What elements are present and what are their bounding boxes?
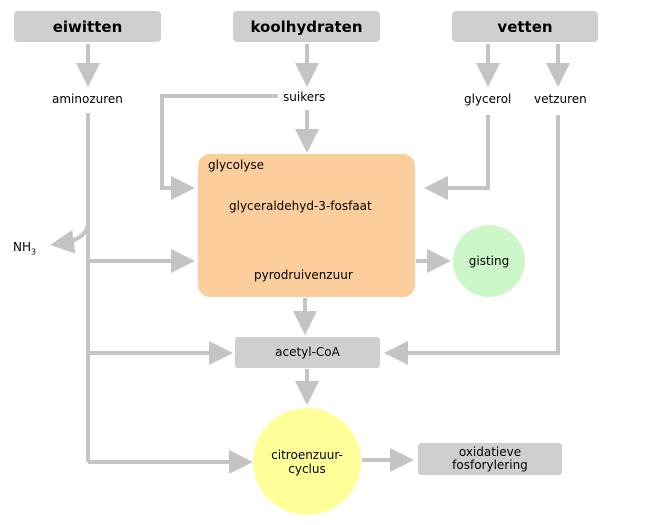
glycolysis-step-pyruvate: pyrodruivenzuur — [254, 268, 353, 282]
citric-line-1: citroenzuur- — [271, 447, 343, 462]
arrow-glycerol — [424, 115, 490, 200]
citric-line-2: cyclus — [288, 461, 326, 476]
node-gisting: gisting — [453, 225, 525, 297]
label-nh3: NH3 — [13, 240, 36, 256]
node-acetyl-coa: acetyl-CoA — [235, 337, 380, 368]
glycolysis-step-gap: glyceraldehyd-3-fosfaat — [229, 199, 372, 213]
node-citric-acid-cycle: citroenzuur- cyclus — [253, 408, 361, 515]
arrow-vetzuren-acetyl — [384, 115, 560, 365]
node-eiwitten: eiwitten — [14, 11, 161, 42]
node-oxphos-label: oxidatieve fosforylering — [452, 446, 528, 472]
label-suikers: suikers — [283, 90, 326, 104]
arrow-suikers-left — [160, 94, 278, 200]
oxphos-line-2: fosforylering — [452, 458, 528, 472]
glycolysis-block — [198, 154, 415, 297]
node-eiwitten-label: eiwitten — [52, 17, 123, 36]
glycolysis-title: glycolyse — [208, 158, 265, 172]
nh3-subscript: 3 — [31, 247, 37, 257]
node-koolhydraten: koolhydraten — [233, 11, 380, 42]
node-oxidative-phosphorylation: oxidatieve fosforylering — [418, 443, 562, 475]
label-vetzuren: vetzuren — [534, 92, 587, 106]
node-vetten: vetten — [452, 11, 598, 42]
label-glycerol: glycerol — [464, 92, 512, 106]
arrow-nh3 — [50, 221, 90, 254]
node-acetyl-coa-label: acetyl-CoA — [275, 345, 340, 359]
label-aminozuren: aminozuren — [52, 92, 123, 106]
node-koolhydraten-label: koolhydraten — [250, 17, 363, 36]
nh3-base: NH — [13, 240, 31, 254]
oxphos-line-1: oxidatieve — [458, 445, 522, 459]
node-vetten-label: vetten — [497, 17, 553, 36]
node-citric-label: citroenzuur- cyclus — [271, 448, 343, 476]
node-gisting-label: gisting — [468, 254, 510, 268]
